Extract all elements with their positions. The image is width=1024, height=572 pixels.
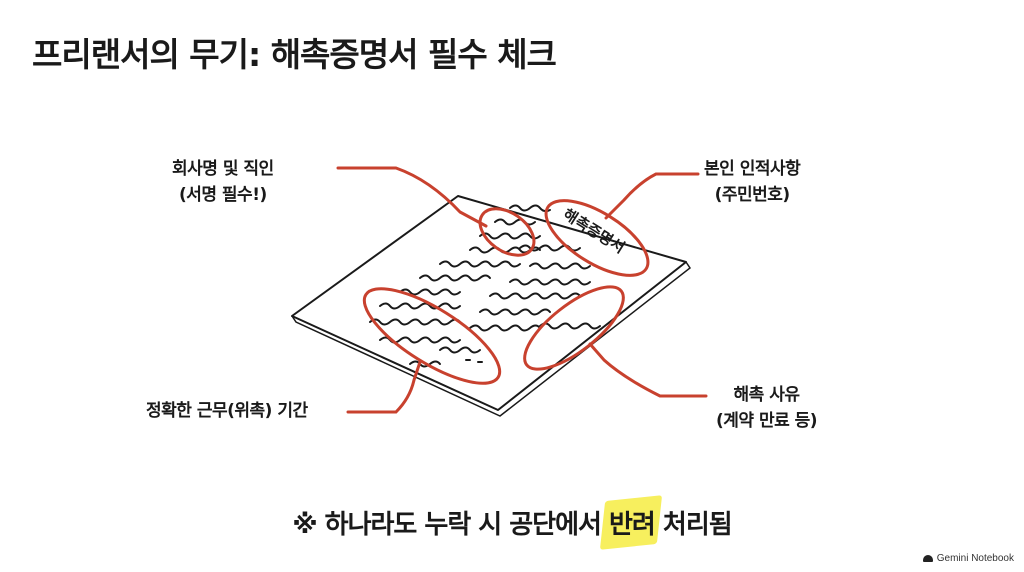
- callout-termination-reason-line1: 해촉 사유: [733, 385, 800, 405]
- callout-company-seal-line1: 회사명 및 직인: [172, 159, 274, 179]
- footer-highlight-rejected: 반려: [609, 504, 656, 541]
- footer-warning-suffix: 처리됨: [654, 510, 733, 540]
- leader-line-bottom-right: [588, 342, 708, 398]
- brand-watermark: Gemini Notebook: [922, 553, 1014, 564]
- callout-personal-info-line2: (주민번호): [714, 185, 791, 205]
- footer-warning: ※ 하나라도 누락 시 공단에서 반려 처리됨: [0, 504, 1024, 541]
- callout-company-seal-line2: (서명 필수!): [178, 185, 267, 205]
- callout-work-period: 정확한 근무(위촉) 기간: [146, 398, 308, 424]
- gemini-notebook-icon: [922, 555, 933, 562]
- callout-personal-info: 본인 인적사항 (주민번호): [704, 156, 801, 208]
- highlight-termination-reason: [523, 285, 625, 371]
- highlight-personal-info: [544, 199, 650, 277]
- leader-line-bottom-left: [346, 360, 422, 414]
- leader-line-top-left: [336, 166, 488, 228]
- callout-work-period-line1: 정확한 근무(위촉) 기간: [146, 401, 308, 421]
- callout-company-seal: 회사명 및 직인 (서명 필수!): [172, 156, 274, 208]
- footer-warning-prefix: ※ 하나라도 누락 시 공단에서: [292, 510, 609, 540]
- paper-sheet: [291, 195, 687, 411]
- brand-label: Gemini Notebook: [936, 553, 1014, 564]
- callout-personal-info-line1: 본인 인적사항: [704, 159, 801, 179]
- callout-termination-reason: 해촉 사유 (계약 만료 등): [716, 382, 818, 434]
- leader-line-top-right: [604, 172, 700, 220]
- callout-termination-reason-line2: (계약 만료 등): [716, 411, 818, 431]
- page-title: 프리랜서의 무기: 해촉증명서 필수 체크: [32, 35, 557, 74]
- highlight-company-seal: [478, 207, 536, 257]
- highlight-work-period: [362, 287, 502, 385]
